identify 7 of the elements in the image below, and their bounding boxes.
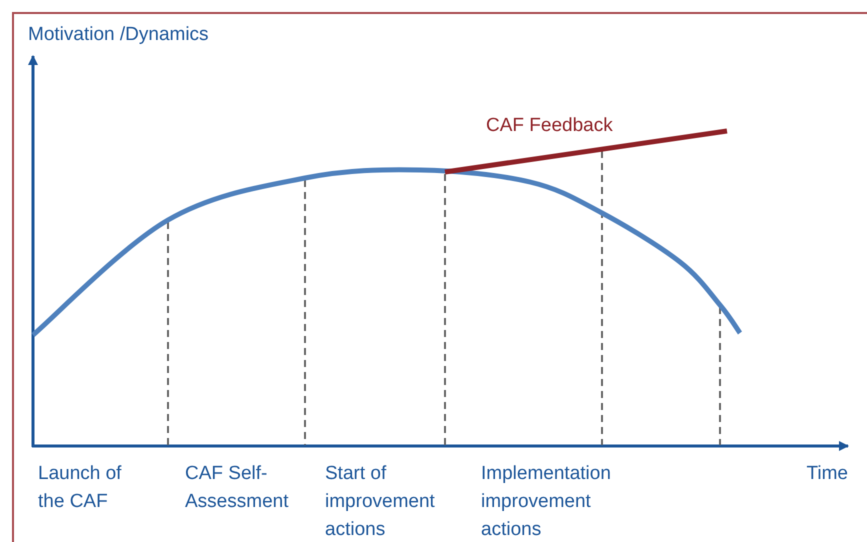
phase-label: Launch of the CAF <box>38 462 122 514</box>
axis-title: Motivation /Dynamics <box>28 23 210 47</box>
axis-label: Time <box>805 462 848 486</box>
phase-label: Implementation improvement actions <box>481 462 612 542</box>
line-label: CAF Feedback <box>486 114 614 138</box>
phase-label: Start of improvement actions <box>325 462 436 542</box>
phase-label: CAF Self-Assessment <box>185 462 290 514</box>
